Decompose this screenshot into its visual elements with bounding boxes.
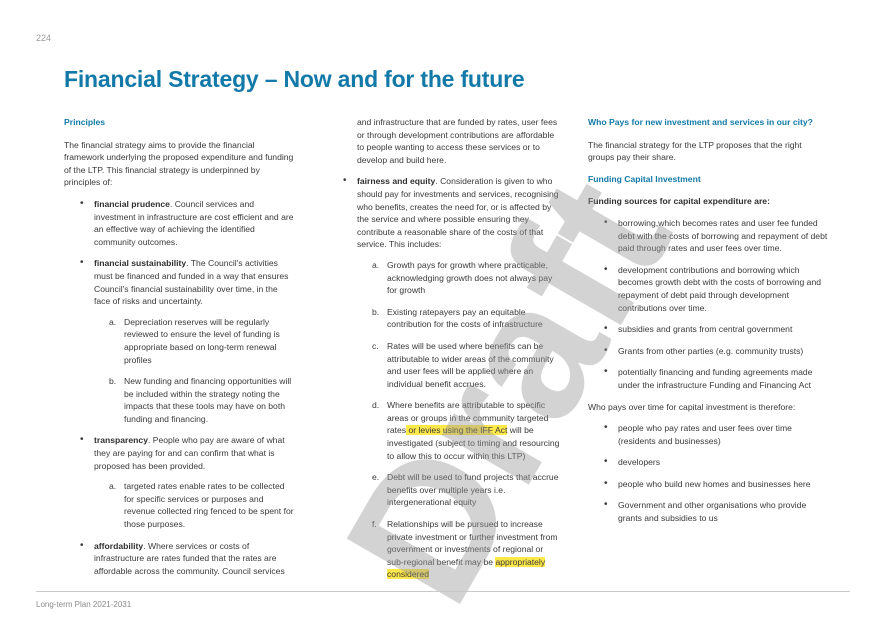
sub-item-marker: e. bbox=[372, 472, 380, 483]
principle-transparency: transparency. People who pay are aware o… bbox=[64, 434, 296, 530]
principle-label: financial sustainability bbox=[94, 258, 187, 269]
sub-item-text: Rates will be used where benefits can be… bbox=[387, 340, 554, 389]
payers-label: Who pays over time for capital investmen… bbox=[588, 401, 796, 412]
sub-item-marker: b. bbox=[109, 376, 117, 387]
fairness-list: fairness and equity. Consideration is gi… bbox=[327, 175, 561, 581]
sub-item-text: Where benefits are attributable to speci… bbox=[387, 400, 549, 436]
payers-list: people who pay rates and user fees over … bbox=[588, 422, 828, 525]
principle-label: financial prudence bbox=[94, 198, 170, 209]
list-item: potentially financing and funding agreem… bbox=[588, 366, 828, 391]
principle-label: fairness and equity bbox=[357, 176, 436, 187]
principle-label: transparency bbox=[94, 435, 148, 446]
principle-financial-sustainability: financial sustainability. The Council's … bbox=[64, 257, 296, 425]
principle-label: affordability bbox=[94, 540, 144, 551]
principles-list: financial prudence. Council services and… bbox=[64, 198, 296, 577]
funding-sources-list: borrowing,which becomes rates and user f… bbox=[588, 217, 828, 392]
principle-financial-prudence: financial prudence. Council services and… bbox=[64, 198, 296, 248]
footer-divider bbox=[36, 591, 850, 592]
principle-text: . Where services or costs of infrastruct… bbox=[94, 540, 285, 576]
list-item: borrowing,which becomes rates and user f… bbox=[588, 217, 828, 255]
sub-item-text: New funding and financing opportunities … bbox=[124, 376, 292, 424]
page-title: Financial Strategy – Now and for the fut… bbox=[64, 66, 525, 92]
list-item: Grants from other parties (e.g. communit… bbox=[588, 345, 828, 358]
fairness-sublist: a. Growth pays for growth where practicab… bbox=[357, 259, 561, 581]
sub-item-marker: c. bbox=[372, 340, 379, 351]
funding-sources-label: Funding sources for capital expenditure … bbox=[588, 196, 770, 207]
transparency-sublist: a. targeted rates enable rates to be coll… bbox=[94, 480, 296, 530]
principle-affordability: affordability. Where services or costs o… bbox=[64, 540, 296, 578]
list-item: people who pay rates and user fees over … bbox=[588, 422, 828, 447]
sub-item-text: Growth pays for growth where practicable… bbox=[387, 259, 553, 296]
principle-text: . Consideration is given to who should p… bbox=[357, 176, 559, 250]
sub-item-text: Depreciation reserves will be regularly … bbox=[124, 316, 280, 365]
sub-item-marker: b. bbox=[372, 306, 380, 317]
sub-item-text: will be investigated (subject to timing … bbox=[387, 425, 560, 461]
footer-text: Long-term Plan 2021-2031 bbox=[36, 600, 132, 609]
sub-item-text: Relationships will be pursued to increas… bbox=[387, 519, 558, 567]
funding-capital-heading: Funding Capital Investment bbox=[588, 173, 701, 184]
sub-item-marker: a. bbox=[109, 316, 117, 327]
sub-item-marker: a. bbox=[109, 481, 117, 492]
sub-item: d. Where benefits are attributable to spe… bbox=[357, 399, 561, 462]
list-item: developers bbox=[588, 456, 828, 469]
list-item: development contributions and borrowing … bbox=[588, 264, 828, 314]
sub-item-text: Existing ratepayers pay an equitable con… bbox=[387, 306, 543, 330]
list-item: people who build new homes and businesse… bbox=[588, 478, 828, 491]
principle-text: . The Council's activities must be finan… bbox=[94, 258, 289, 307]
page-number: 224 bbox=[36, 33, 52, 43]
sub-item: a. Growth pays for growth where practicab… bbox=[357, 259, 561, 297]
list-item: Government and other organisations who p… bbox=[588, 499, 828, 524]
principle-text: . People who pay are aware of what they … bbox=[94, 435, 285, 471]
highlighted-text: or levies using the IFF Act bbox=[406, 425, 508, 436]
affordability-continued: and infrastructure that are funded by ra… bbox=[357, 117, 558, 165]
sub-item-marker: d. bbox=[372, 400, 380, 411]
sub-item: b. Existing ratepayers pay an equitable c… bbox=[357, 306, 561, 331]
who-pays-heading: Who Pays for new investment and services… bbox=[588, 117, 813, 127]
sub-item: a. Depreciation reserves will be regularl… bbox=[94, 316, 296, 366]
sub-item: c. Rates will be used where benefits can … bbox=[357, 340, 561, 390]
sub-item: e. Debt will be used to fund projects tha… bbox=[357, 471, 561, 509]
sustainability-sublist: a. Depreciation reserves will be regularl… bbox=[94, 316, 296, 426]
column-principles: Principles The financial strategy aims t… bbox=[64, 116, 296, 586]
list-item: subsidies and grants from central govern… bbox=[588, 323, 828, 336]
principles-intro: The financial strategy aims to provide t… bbox=[64, 139, 294, 188]
sub-item: a. targeted rates enable rates to be coll… bbox=[94, 480, 296, 530]
column-who-pays: Who Pays for new investment and services… bbox=[588, 116, 828, 534]
sub-item-marker: a. bbox=[372, 259, 380, 270]
principle-text: . Council services and investment in inf… bbox=[94, 198, 294, 247]
principles-heading: Principles bbox=[64, 117, 106, 127]
column-fairness: and infrastructure that are funded by ra… bbox=[341, 116, 561, 590]
sub-item-text: Debt will be used to fund projects that … bbox=[387, 472, 559, 508]
who-pays-intro: The financial strategy for the LTP propo… bbox=[588, 139, 802, 163]
sub-item-text: targeted rates enable rates to be collec… bbox=[124, 481, 294, 530]
sub-item-marker: f. bbox=[372, 519, 377, 530]
sub-item: f. Relationships will be pursued to incre… bbox=[357, 518, 561, 581]
principle-fairness-equity: fairness and equity. Consideration is gi… bbox=[327, 175, 561, 581]
sub-item: b. New funding and financing opportunitie… bbox=[94, 375, 296, 425]
